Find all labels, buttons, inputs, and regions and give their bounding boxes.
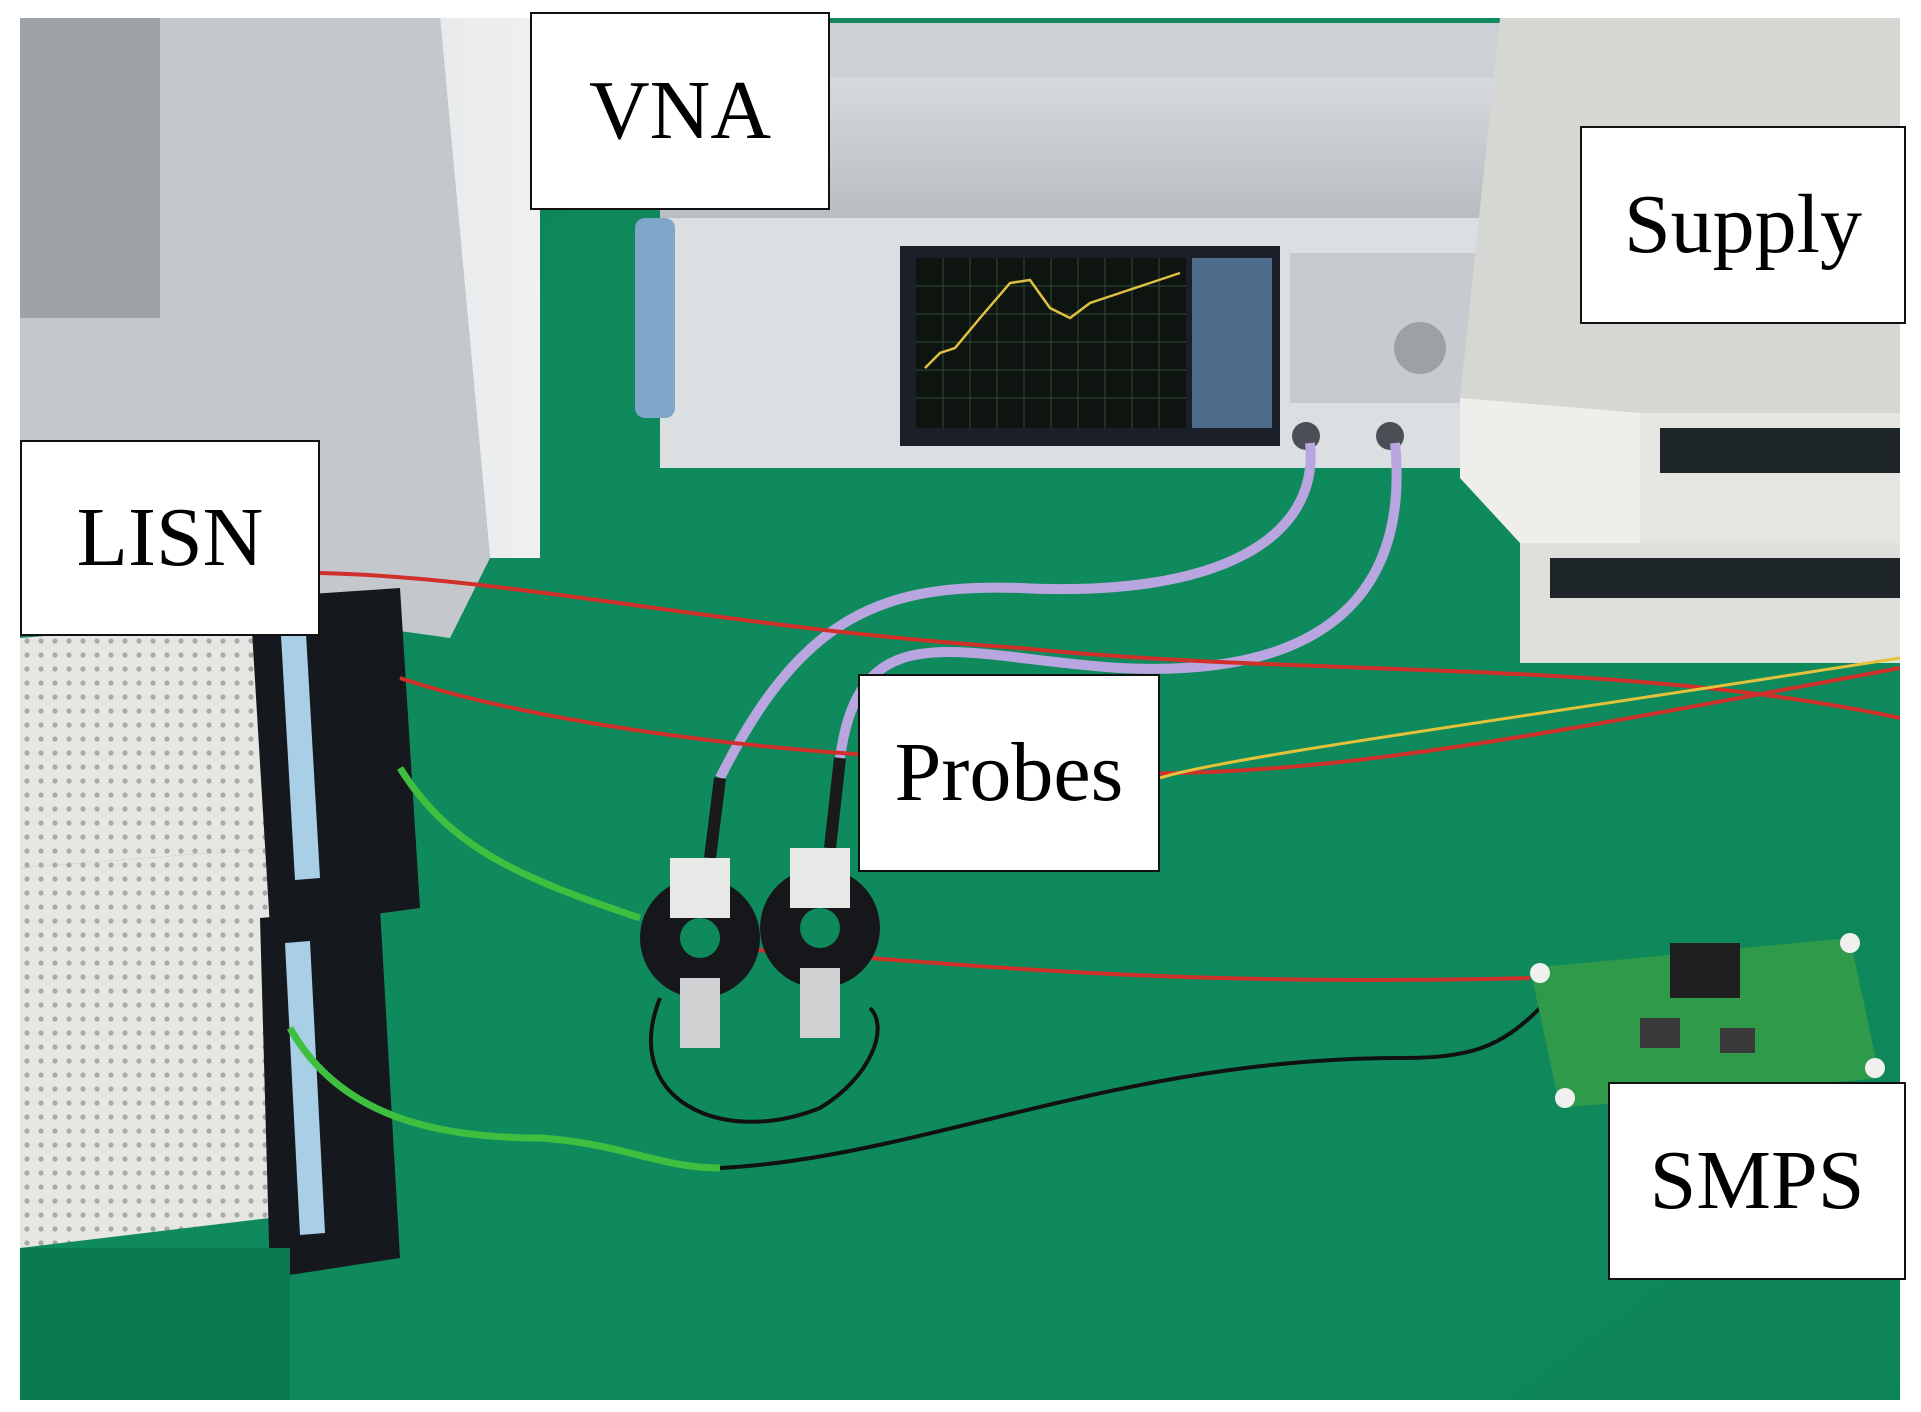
- current-probe-1-label: [670, 858, 730, 918]
- vna-trace: [924, 271, 1181, 369]
- yellow-wire: [1159, 656, 1900, 780]
- red-wire-supply: [319, 571, 1900, 720]
- smps-standoff-2: [1840, 933, 1860, 953]
- current-probe-2-aperture: [800, 908, 840, 948]
- lisn-unit-2-grille: [20, 848, 270, 1248]
- lisn-unit-1-label-strip: [280, 616, 320, 880]
- vna-bumper-left: [635, 218, 675, 418]
- cabinet-front: [160, 18, 540, 558]
- supply-unit-1-display: [1660, 428, 1900, 473]
- coax-cable-2: [835, 442, 1402, 759]
- bench-mat-edge: [20, 1248, 290, 1400]
- cabinet-shadow: [20, 18, 160, 318]
- current-probe-1-clamp: [680, 978, 720, 1048]
- label-smps: SMPS: [1608, 1082, 1906, 1280]
- supply-unit-2-display: [1550, 558, 1900, 598]
- smps-standoff-1: [1530, 963, 1550, 983]
- smps-standoff-3: [1555, 1088, 1575, 1108]
- green-wire-1: [397, 766, 642, 922]
- black-wire-loop: [648, 997, 880, 1124]
- current-probe-1-aperture: [680, 918, 720, 958]
- smps-transformer: [1670, 943, 1740, 998]
- vna-keypad: [1290, 253, 1480, 403]
- lisn-unit-1-front-panel: [250, 588, 420, 928]
- label-lisn: LISN: [20, 440, 320, 636]
- smps-chip-1: [1640, 1018, 1680, 1048]
- smps-chip-2: [1720, 1028, 1755, 1053]
- vna-softkeys: [1192, 258, 1272, 428]
- lisn-unit-2-label-strip: [285, 941, 325, 1235]
- black-wire-to-smps: [719, 1006, 1542, 1170]
- probe-2-cable-end: [824, 757, 846, 849]
- smps-pcb: [1530, 938, 1880, 1108]
- label-vna: VNA: [530, 12, 830, 210]
- green-wire-2: [286, 1026, 721, 1172]
- lisn-unit-1-grille: [20, 618, 270, 868]
- vna-knob: [1394, 322, 1446, 374]
- probe-1-cable-end: [704, 777, 726, 859]
- label-probes: Probes: [858, 674, 1160, 872]
- smps-standoff-4: [1865, 1058, 1885, 1078]
- vna-top: [660, 23, 1560, 83]
- label-supply: Supply: [1580, 126, 1906, 324]
- coax-cable-1: [715, 442, 1316, 781]
- lisn-unit-2-front-panel: [260, 908, 400, 1278]
- current-probe-2-label: [790, 848, 850, 908]
- supply-cloth: [1460, 398, 1640, 543]
- current-probe-2-clamp: [800, 968, 840, 1038]
